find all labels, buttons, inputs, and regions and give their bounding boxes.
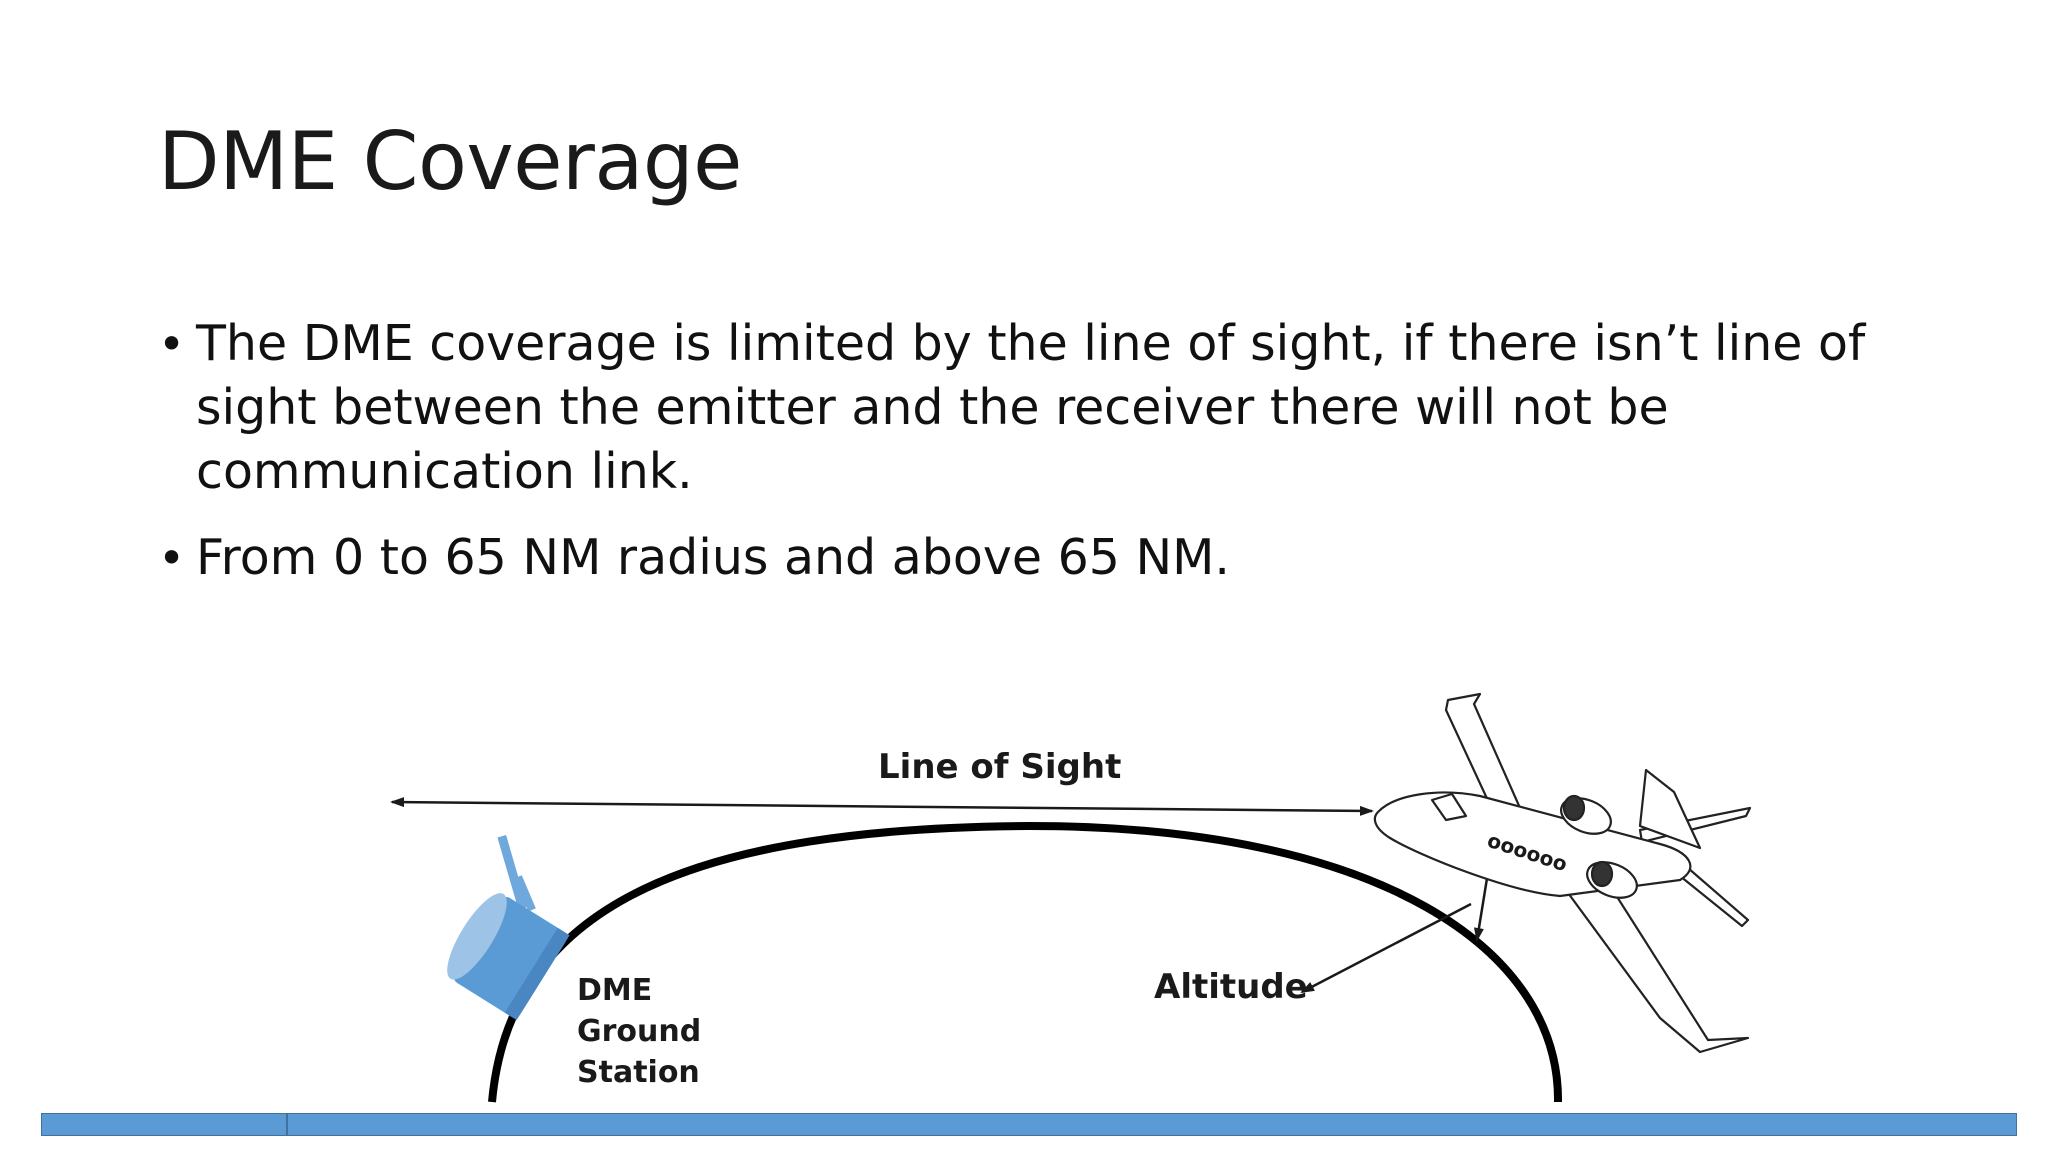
altitude-pointer-arrow [1300, 902, 1472, 994]
bullet-item: • The DME coverage is limited by the lin… [158, 312, 1918, 504]
bullet-item: • From 0 to 65 NM radius and above 65 NM… [158, 526, 1918, 590]
bullet-icon: • [158, 531, 186, 585]
slide-title: DME Coverage [158, 115, 742, 208]
bullet-list: • The DME coverage is limited by the lin… [158, 312, 1918, 612]
altitude-label: Altitude [1154, 967, 1308, 1007]
line-of-sight-arrow [390, 797, 1374, 816]
station-label-line-1: DME [577, 973, 652, 1008]
business-jet-icon [1373, 692, 1752, 1054]
bullet-icon: • [158, 317, 186, 371]
footer-accent-bar [41, 1113, 2017, 1136]
bullet-text: The DME coverage is limited by the line … [196, 315, 1866, 500]
footer-divider [286, 1114, 288, 1135]
line-of-sight-label: Line of Sight [878, 747, 1121, 787]
station-label-line-2: Ground [577, 1014, 701, 1049]
bullet-text: From 0 to 65 NM radius and above 65 NM. [196, 529, 1231, 586]
station-label-line-3: Station [577, 1055, 700, 1090]
dme-antenna-icon [447, 835, 570, 1021]
